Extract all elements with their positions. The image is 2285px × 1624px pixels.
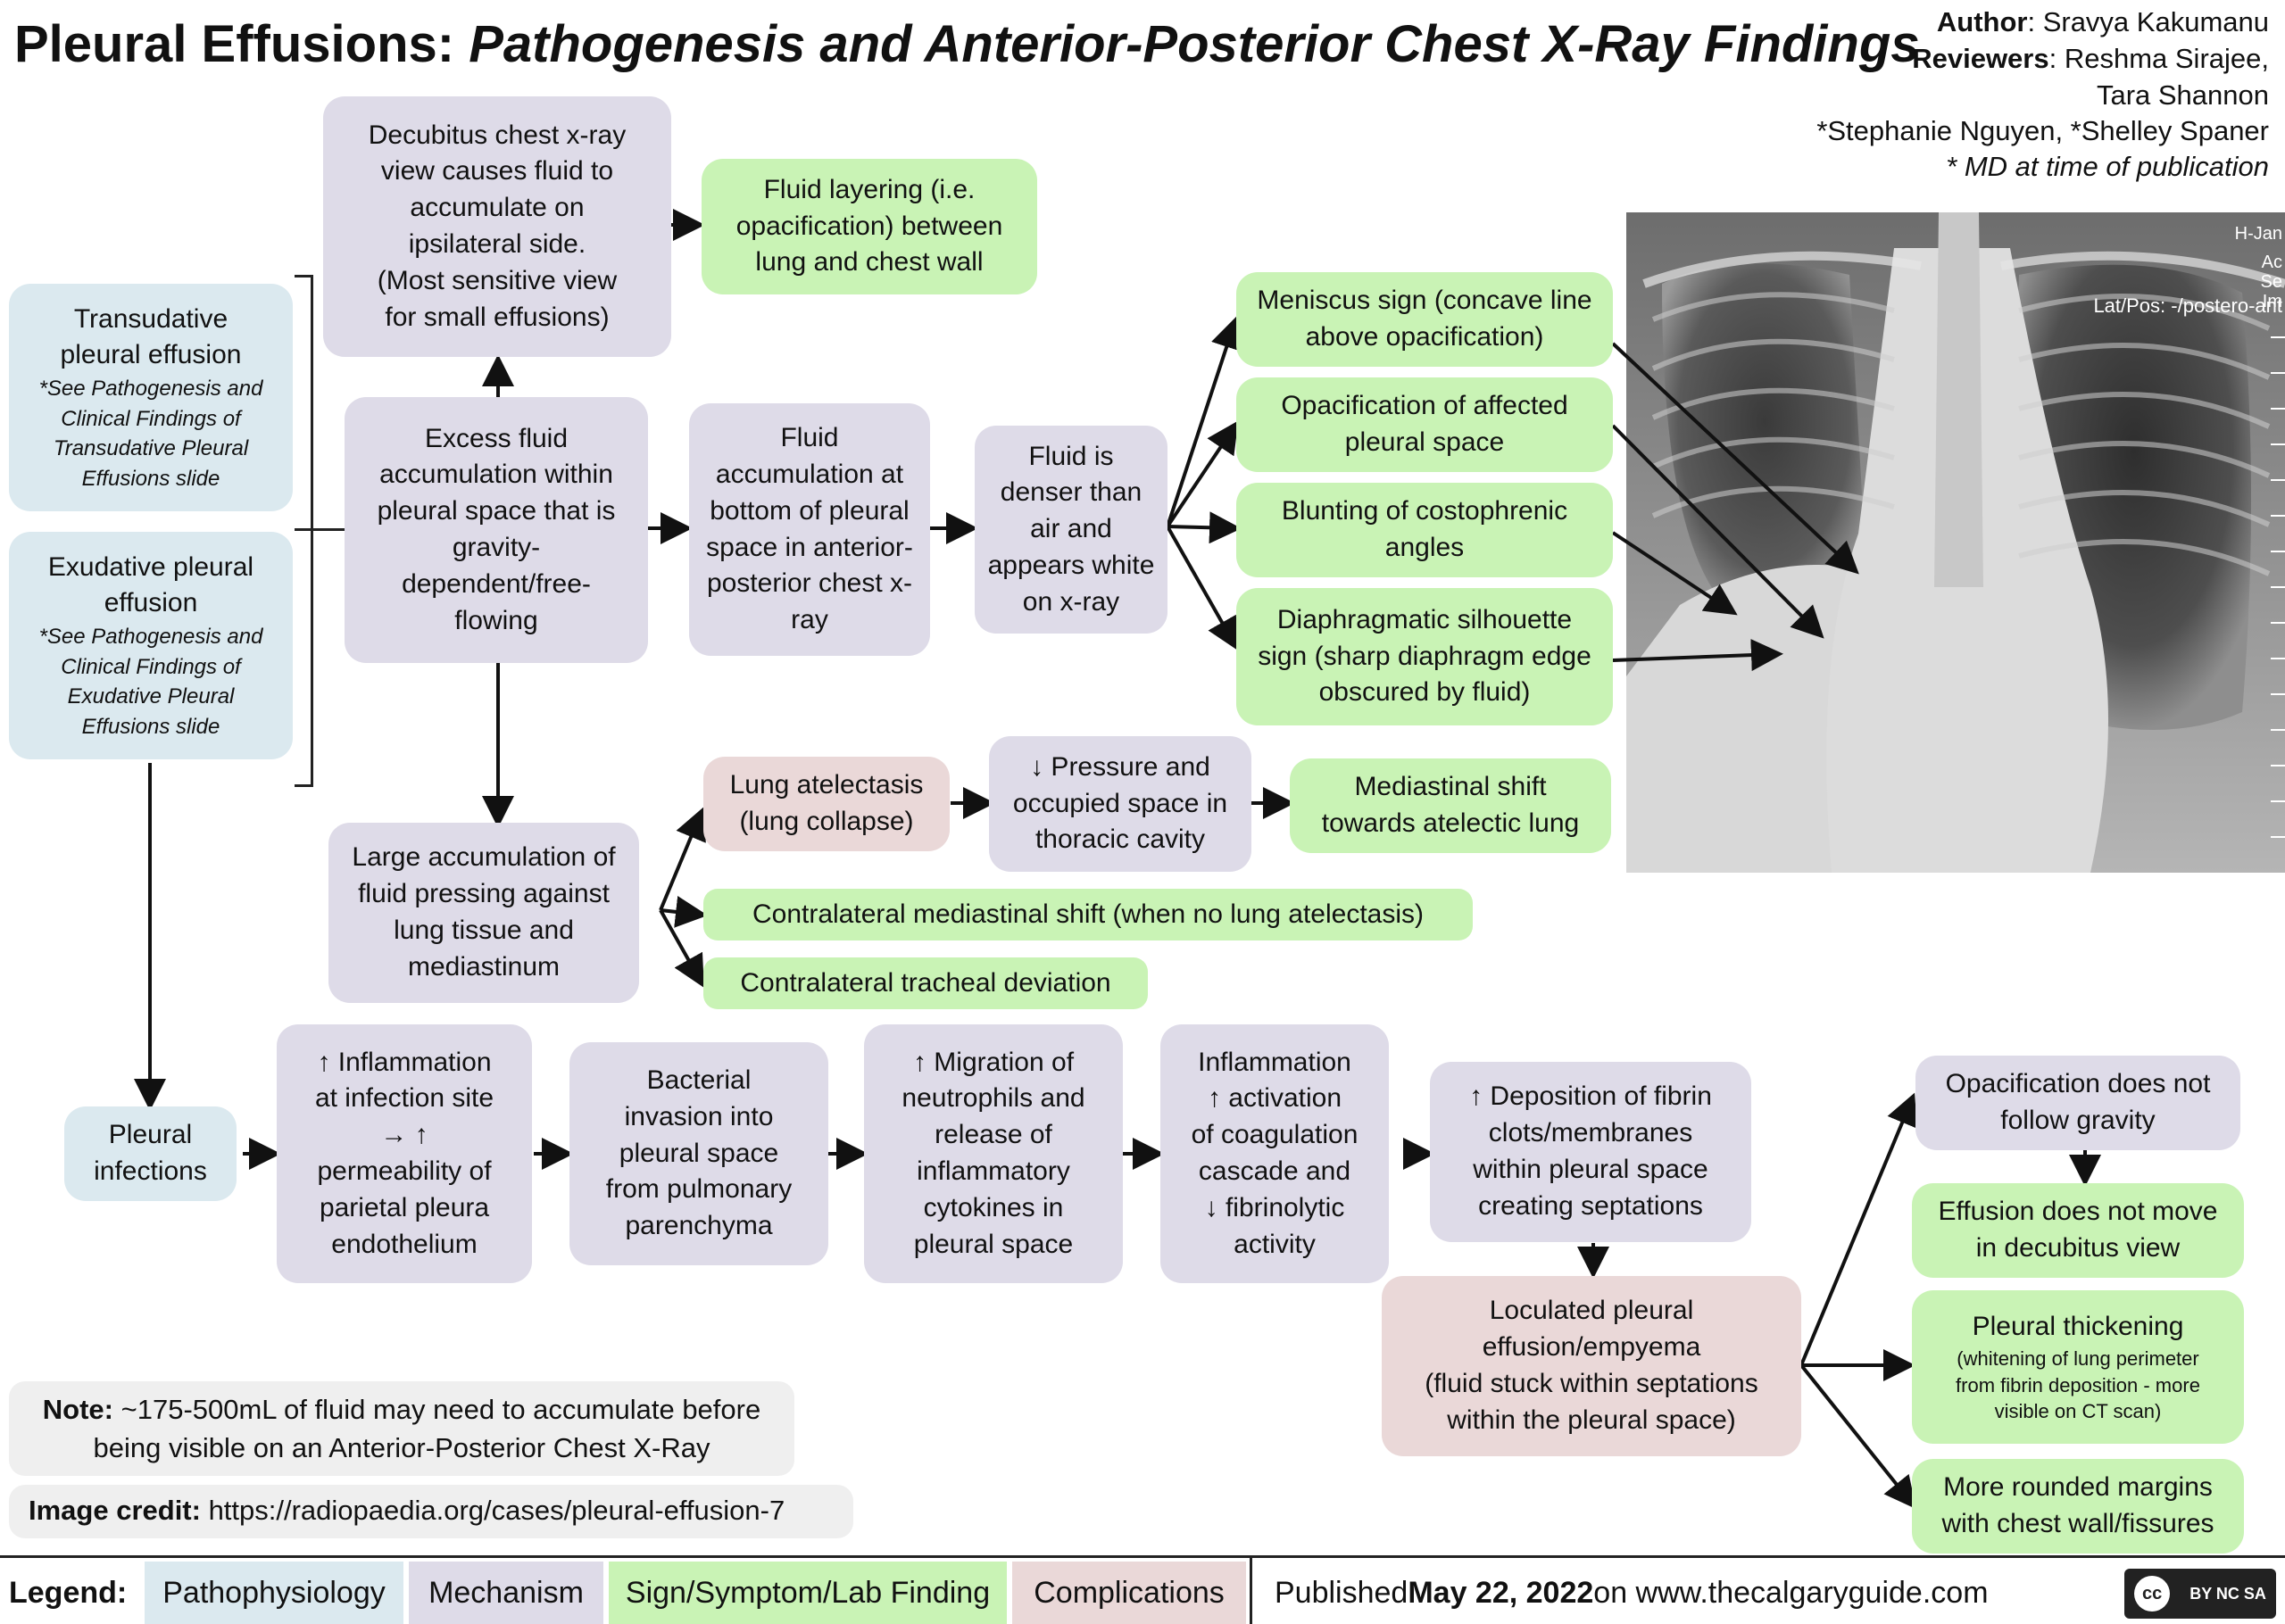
pressure-box: ↓ Pressure and occupied space in thoraci… xyxy=(989,736,1251,872)
note-box: Note: ~175-500mL of fluid may need to ac… xyxy=(9,1381,794,1476)
chest-xray-image: H-Jan Ac Se Im Lat/Pos: -/postero-ant xyxy=(1626,212,2285,873)
license-text: BY NC SA xyxy=(2189,1584,2266,1603)
transudative-title: Transudative pleural effusion xyxy=(60,303,242,370)
cc-license-badge: cc BY NC SA xyxy=(2124,1569,2276,1619)
reviewers-note: * MD at time of publication xyxy=(1946,151,2269,182)
grouping-bracket xyxy=(295,275,313,787)
reviewers-names: : Reshma Sirajee, xyxy=(2048,43,2269,74)
legend-label: Legend: xyxy=(9,1575,128,1610)
author-line: Author: Sravya Kakumanu xyxy=(1937,5,2269,38)
excess-fluid-box: Excess fluid accumulation within pleural… xyxy=(345,397,648,663)
coagulation-box: Inflammation ↑ activation of coagulation… xyxy=(1160,1024,1389,1283)
loculated-effusion-box: Loculated pleural effusion/empyema (flui… xyxy=(1382,1276,1801,1456)
opacification-no-gravity-box: Opacification does not follow gravity xyxy=(1915,1056,2240,1150)
legend-sign-symptom: Sign/Symptom/Lab Finding xyxy=(609,1562,1007,1624)
exudative-box: Exudative pleural effusion *See Pathogen… xyxy=(9,532,293,759)
xray-letter-2: Se xyxy=(2261,272,2282,292)
published-suffix: on www.thecalgaryguide.com xyxy=(1593,1575,1989,1610)
no-move-decubitus-box: Effusion does not move in decubitus view xyxy=(1912,1183,2244,1278)
exudative-title: Exudative pleural effusion xyxy=(47,551,254,618)
inflammation-site-box: ↑ Inflammation at infection site → ↑ per… xyxy=(277,1024,532,1283)
bracket-connector xyxy=(295,528,345,531)
transudative-note: *See Pathogenesis and Clinical Findings … xyxy=(38,377,263,491)
contralateral-tracheal-box: Contralateral tracheal deviation xyxy=(703,957,1148,1009)
decubitus-box: Decubitus chest x-ray view causes fluid … xyxy=(323,96,671,357)
published-date: May 22, 2022 xyxy=(1408,1575,1594,1610)
meniscus-sign-box: Meniscus sign (concave line above opacif… xyxy=(1236,272,1613,367)
blunting-box: Blunting of costophrenic angles xyxy=(1236,483,1613,577)
note-text-2: being visible on an Anterior-Posterior C… xyxy=(93,1432,710,1464)
credit-label: Image credit: xyxy=(29,1495,201,1526)
note-label: Note: xyxy=(42,1394,113,1425)
contralateral-shift-box: Contralateral mediastinal shift (when no… xyxy=(703,889,1473,940)
bacterial-invasion-box: Bacterial invasion into pleural space fr… xyxy=(569,1042,828,1265)
credit-text: https://radiopaedia.org/cases/pleural-ef… xyxy=(200,1495,785,1526)
legend-pathophysiology: Pathophysiology xyxy=(145,1562,403,1624)
cc-icon: cc xyxy=(2134,1576,2171,1612)
xray-corner-top: H-Jan xyxy=(2235,224,2282,244)
fluid-layering-box: Fluid layering (i.e. opacification) betw… xyxy=(702,159,1037,294)
xray-letter-1: Ac xyxy=(2262,253,2282,272)
pleural-thickening-note: (whitening of lung perimeter from fibrin… xyxy=(1956,1346,2200,1423)
fibrin-deposition-box: ↑ Deposition of fibrin clots/membranes w… xyxy=(1430,1062,1751,1242)
transudative-box: Transudative pleural effusion *See Patho… xyxy=(9,284,293,511)
pleural-thickening-box: Pleural thickening (whitening of lung pe… xyxy=(1912,1290,2244,1444)
author-label: Author xyxy=(1936,6,2028,37)
opacification-affected-box: Opacification of affected pleural space xyxy=(1236,377,1613,472)
fluid-bottom-box: Fluid accumulation at bottom of pleural … xyxy=(689,403,930,656)
neutrophil-migration-box: ↑ Migration of neutrophils and release o… xyxy=(864,1024,1123,1283)
xray-drawing: H-Jan Ac Se Im Lat/Pos: -/postero-ant xyxy=(1626,212,2285,873)
published-prefix: Published xyxy=(1275,1575,1408,1610)
reviewers-line-3: *Stephanie Nguyen, *Shelley Spaner xyxy=(1816,115,2269,146)
title-italic: Pathogenesis and Anterior-Posterior Ches… xyxy=(469,15,1920,73)
image-credit-box: Image credit: https://radiopaedia.org/ca… xyxy=(9,1485,853,1538)
mediastinal-shift-box: Mediastinal shift towards atelectic lung xyxy=(1290,758,1611,853)
xray-letter-3: Im xyxy=(2263,292,2282,311)
page-title: Pleural Effusions: Pathogenesis and Ante… xyxy=(14,14,1920,74)
reviewers-line-2: Tara Shannon xyxy=(2096,79,2269,111)
pleural-thickening-title: Pleural thickening xyxy=(1972,1312,2184,1342)
diaphragmatic-sign-box: Diaphragmatic silhouette sign (sharp dia… xyxy=(1236,588,1613,725)
published-line: Published May 22, 2022 on www.thecalgary… xyxy=(1275,1562,2042,1624)
lung-atelectasis-box: Lung atelectasis (lung collapse) xyxy=(703,757,950,851)
legend-separator xyxy=(1250,1558,1252,1624)
title-bold: Pleural Effusions: xyxy=(14,15,469,73)
note-text: ~175-500mL of fluid may need to accumula… xyxy=(113,1394,761,1425)
reviewers-label: Reviewers xyxy=(1912,43,2049,74)
pleural-infections-box: Pleural infections xyxy=(64,1106,237,1201)
large-accumulation-box: Large accumulation of fluid pressing aga… xyxy=(328,823,639,1003)
reviewers-line: Reviewers: Reshma Sirajee, xyxy=(1912,42,2269,75)
exudative-note: *See Pathogenesis and Clinical Findings … xyxy=(38,625,263,739)
rounded-margins-box: More rounded margins with chest wall/fis… xyxy=(1912,1459,2244,1554)
author-name: : Sravya Kakumanu xyxy=(2027,6,2269,37)
xray-corner-text: Lat/Pos: -/postero-ant xyxy=(2093,294,2282,317)
fluid-denser-box: Fluid is denser than air and appears whi… xyxy=(975,426,1167,634)
legend-mechanism: Mechanism xyxy=(409,1562,603,1624)
legend-divider xyxy=(0,1555,2285,1558)
legend-complications: Complications xyxy=(1012,1562,1246,1624)
